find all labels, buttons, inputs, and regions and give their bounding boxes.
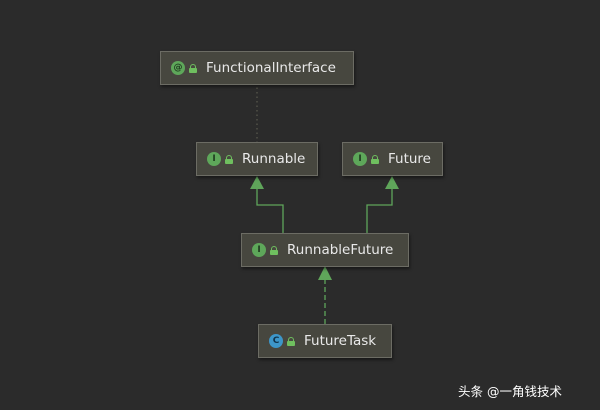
arrowhead-runnable [250, 176, 264, 189]
node-runnable-future[interactable]: I RunnableFuture [241, 233, 409, 267]
lock-icon [189, 63, 197, 73]
interface-icon: I [207, 152, 221, 166]
node-label: FutureTask [304, 333, 377, 349]
lock-icon [287, 336, 295, 346]
node-label: RunnableFuture [287, 242, 394, 258]
annotation-icon: @ [171, 61, 185, 75]
interface-icon: I [353, 152, 367, 166]
node-runnable[interactable]: I Runnable [196, 142, 318, 176]
node-label: FunctionalInterface [206, 60, 336, 76]
node-label: Runnable [242, 151, 306, 167]
node-label: Future [388, 151, 431, 167]
node-functional-interface[interactable]: @ FunctionalInterface [160, 51, 354, 85]
node-future[interactable]: I Future [342, 142, 443, 176]
node-future-task[interactable]: C FutureTask [258, 324, 392, 358]
lock-icon [225, 154, 233, 164]
arrowhead-future [385, 176, 399, 189]
lock-icon [371, 154, 379, 164]
watermark: 头条 @一角钱技术 [458, 384, 562, 399]
edge-runnablefuture-runnable [256, 188, 284, 234]
lock-icon [270, 245, 278, 255]
arrowhead-runnablefuture [318, 266, 332, 280]
class-icon: C [269, 334, 283, 348]
interface-icon: I [252, 243, 266, 257]
edge-runnablefuture-future [366, 188, 393, 234]
